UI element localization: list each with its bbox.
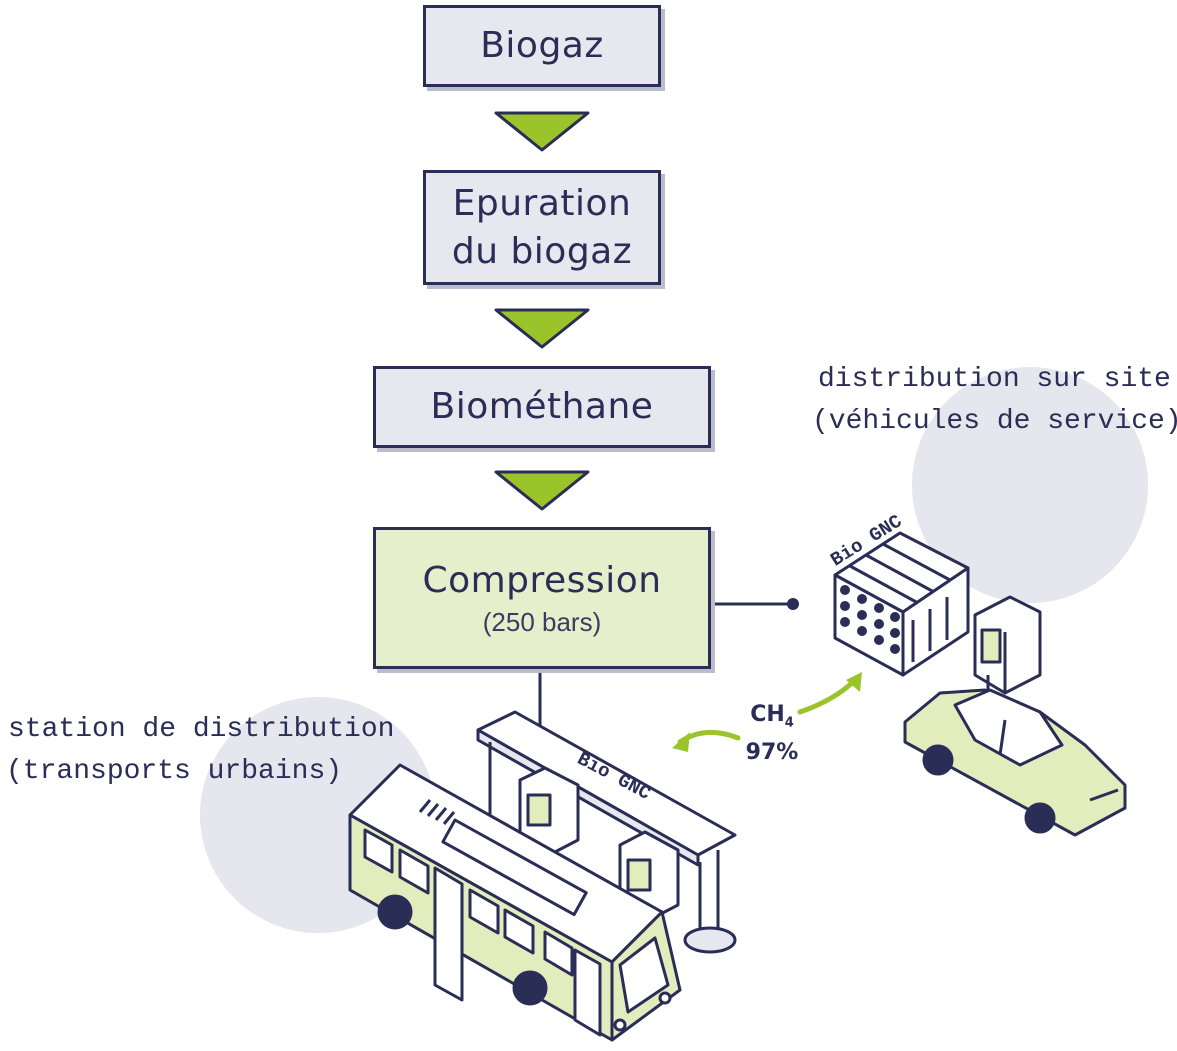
ch4-arrow-right	[797, 672, 862, 715]
station-pump-icon-1	[518, 766, 580, 855]
gas-storage-rack-icon	[833, 531, 970, 677]
ch4-percentage: 97%	[745, 740, 799, 766]
flow-arrow-1	[494, 111, 590, 152]
station-distribution-label-line2: (transports urbains)	[6, 756, 343, 787]
ch4-formula: CH4	[750, 702, 794, 731]
step-biogaz-label: Biogaz	[480, 25, 604, 66]
step-compression-pressure: (250 bars)	[482, 607, 602, 637]
ch4-arrow-left	[672, 729, 741, 752]
step-biomethane-label: Biométhane	[430, 386, 654, 427]
station-canopy-icon	[476, 710, 737, 954]
flow-arrow-3	[494, 470, 590, 511]
connector-dot-storage	[787, 598, 799, 610]
step-compression-box: Compression (250 bars)	[373, 527, 711, 669]
service-car-icon	[903, 688, 1127, 837]
station-distribution-label-line1: station de distribution	[8, 714, 395, 745]
flow-arrow-2	[494, 308, 590, 349]
step-compression-label: Compression	[422, 560, 662, 601]
onsite-distribution-label-line2: (véhicules de service)	[812, 406, 1177, 437]
car-fuel-pump-icon	[973, 595, 1042, 700]
onsite-distribution-label-line1: distribution sur site	[818, 364, 1171, 395]
city-bus-icon	[348, 763, 682, 1042]
step-biogaz-box: Biogaz	[423, 5, 661, 87]
step-epuration-label-line2: du biogaz	[451, 230, 633, 272]
step-epuration-box: Epuration du biogaz	[423, 170, 661, 285]
step-biomethane-box: Biométhane	[373, 366, 711, 448]
step-epuration-label-line1: Epuration	[452, 182, 632, 224]
ch4-subscript: 4	[784, 715, 794, 731]
ch4-composition-label: CH4 97%	[742, 700, 802, 768]
onsite-background-circle	[912, 367, 1148, 603]
